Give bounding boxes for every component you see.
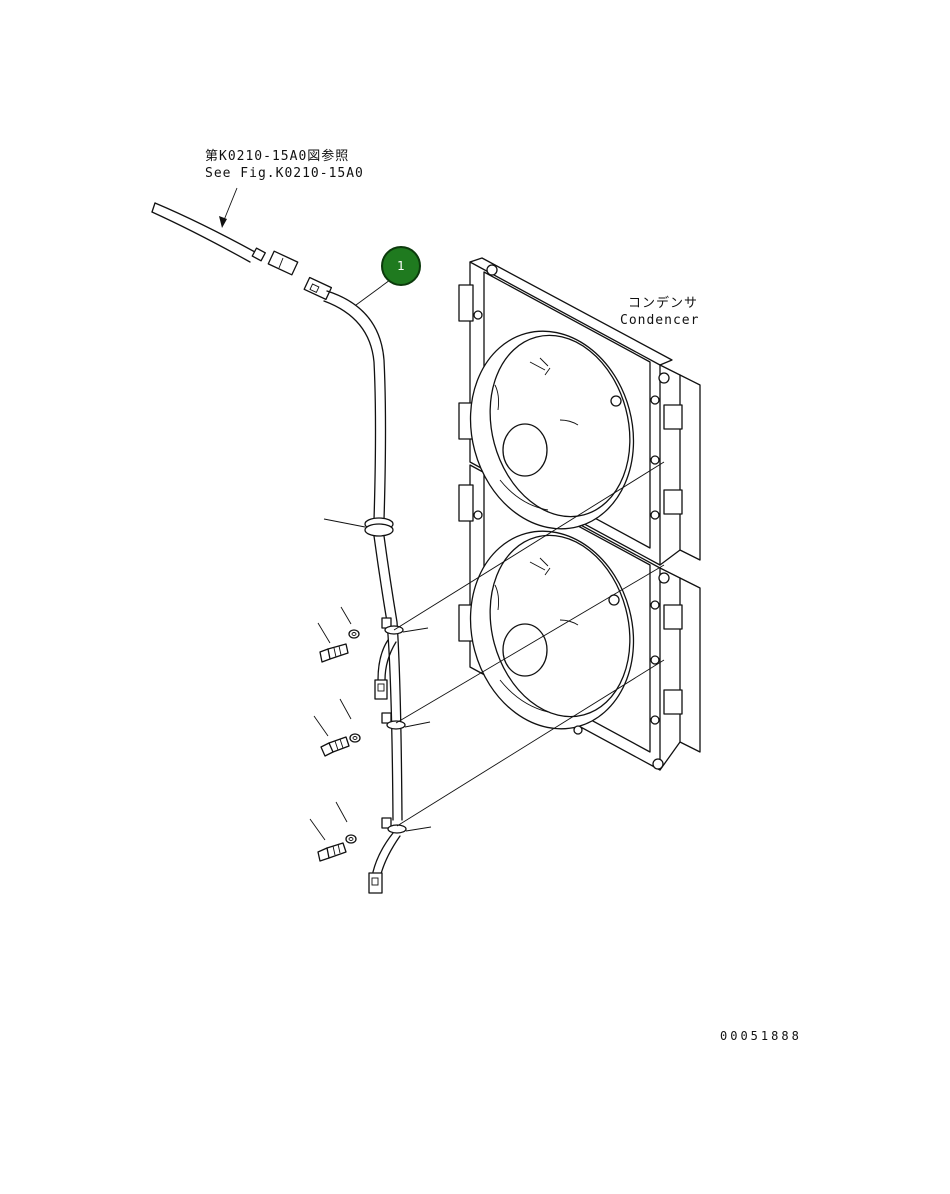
condenser-label-japanese: コンデンサ (628, 296, 699, 311)
wiring-harness-part-1 (303, 276, 432, 894)
condenser-assembly (393, 257, 701, 827)
reference-arrow (219, 187, 238, 228)
bolt-washer-set-3 (309, 801, 357, 862)
condenser-label-english: Condencer (620, 313, 700, 328)
bolt-washer-set-1 (317, 606, 360, 663)
bolt-washer-set-2 (313, 698, 361, 757)
main-harness-cable (151, 202, 299, 276)
reference-label-japanese: 第K0210-15A0図参照 (205, 149, 350, 164)
reference-label-english: See Fig.K0210-15A0 (205, 166, 364, 181)
drawing-number: 00051888 (720, 1029, 802, 1043)
callout-number: 1 (397, 259, 405, 273)
part-callout-1[interactable]: 1 (381, 246, 421, 286)
